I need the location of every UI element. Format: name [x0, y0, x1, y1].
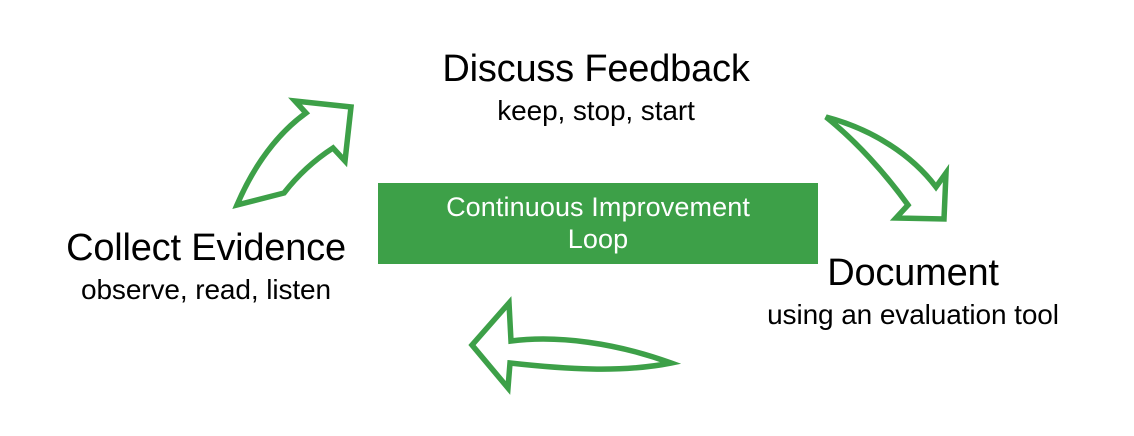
- node-document-subtitle: using an evaluation tool: [767, 299, 1059, 330]
- node-document-title: Document: [827, 252, 999, 294]
- node-discuss-feedback-subtitle: keep, stop, start: [497, 95, 695, 126]
- curved-arrow-left-icon: [468, 296, 682, 395]
- center-banner: Continuous Improvement Loop: [378, 183, 818, 264]
- center-banner-label: Continuous Improvement Loop: [446, 191, 750, 254]
- node-collect-evidence: Collect Evidence observe, read, listen: [35, 229, 377, 304]
- node-discuss-feedback: Discuss Feedback keep, stop, start: [396, 50, 796, 125]
- node-discuss-feedback-title: Discuss Feedback: [442, 48, 750, 90]
- node-document: Document using an evaluation tool: [728, 254, 1098, 329]
- curved-arrow-up-right-icon: [232, 97, 355, 210]
- curved-arrow-down-right-icon: [824, 114, 950, 222]
- node-collect-evidence-title: Collect Evidence: [66, 227, 346, 269]
- node-collect-evidence-subtitle: observe, read, listen: [80, 274, 332, 305]
